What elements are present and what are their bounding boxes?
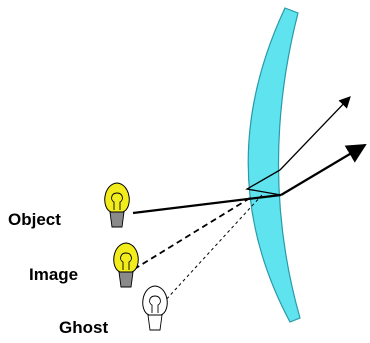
image-virtual-ray — [135, 197, 251, 269]
object-bulb-icon — [104, 182, 130, 228]
transmitted-ray-ghost — [279, 96, 351, 171]
ghost-virtual-ray — [162, 194, 263, 304]
image-bulb-icon — [113, 242, 139, 288]
image-label: Image — [29, 265, 79, 284]
object-incident-ray — [132, 193, 282, 215]
object-label: Object — [8, 210, 61, 229]
transmitted-ray-main — [280, 143, 367, 196]
meniscus-lens — [247, 7, 301, 323]
internal-reflection-path — [245, 169, 282, 196]
ghost-label: Ghost — [59, 318, 109, 337]
ghost-bulb-icon — [142, 285, 168, 331]
